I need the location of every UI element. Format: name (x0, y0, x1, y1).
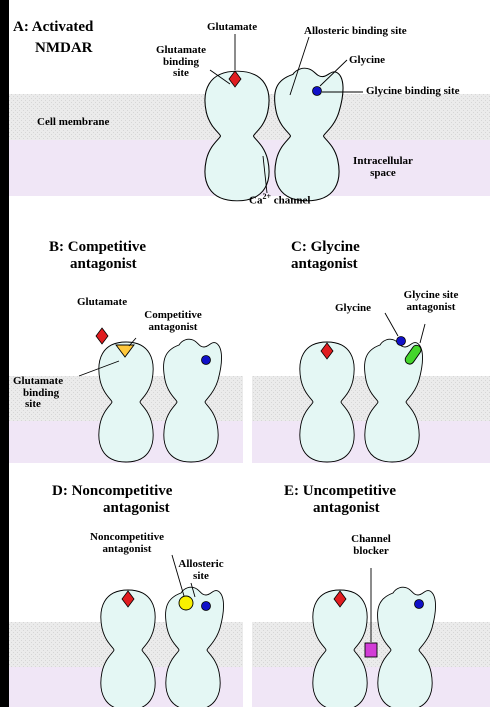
panel-c-leaders (384, 312, 426, 344)
receptor-b (95, 327, 223, 463)
panel-b-site-line1: Glutamate (13, 375, 64, 387)
panel-d-leaders (171, 554, 196, 598)
allosteric-site-label: Allosteric binding site (304, 25, 407, 37)
glutamate-site-label: Glutamate binding site (141, 44, 221, 80)
glycine-icon (201, 601, 211, 611)
glutamate-label: Glutamate (207, 21, 258, 33)
glutamate-site-line3: site (173, 67, 189, 80)
receptor-c (299, 336, 424, 463)
receptor-d (100, 586, 225, 707)
panel-b-site-line2: binding (23, 386, 60, 399)
channel-blocker-icon (364, 642, 378, 658)
panel-b-title-line1: B: Competitive (49, 239, 147, 255)
glycine-icon (312, 86, 322, 96)
competitive-antagonist-icon (115, 344, 135, 358)
glutamate-icon (95, 327, 109, 345)
channel-blocker-label: Channel blocker (339, 533, 403, 557)
panel-b-glutamate-label: Glutamate (77, 296, 128, 308)
panel-c-glycine-label: Glycine (335, 302, 372, 314)
allosteric-line1: Allosteric (178, 558, 224, 570)
panel-c-title-line1: C: Glycine (291, 239, 360, 255)
glycine-label: Glycine (349, 54, 386, 66)
intracellular-line1: Intracellular (353, 155, 413, 167)
glycine-icon (201, 355, 211, 365)
panel-a-title-line1: A: Activated (13, 19, 94, 35)
panel-b-site-label: Glutamate binding site (13, 375, 64, 411)
competitive-antagonist-line2: antagonist (148, 320, 198, 333)
glycine-site-antagonist-line1: Glycine site (403, 289, 459, 301)
panel-b-leaders (78, 337, 137, 377)
channel-blocker-line2: blocker (353, 544, 389, 557)
ca-superscript: 2+ (262, 192, 272, 201)
intracellular-label: Intracellular space (343, 155, 423, 179)
glycine-icon (396, 336, 406, 346)
cell-membrane-label: Cell membrane (37, 116, 110, 128)
nmda-receptor-figure: A: Activated NMDAR Glutamate Glutamate b… (9, 0, 490, 707)
intracellular-line2: space (370, 166, 396, 179)
panel-c-title-line2: antagonist (291, 256, 358, 272)
noncompetitive-antagonist-icon (178, 595, 194, 611)
glycine-icon (414, 599, 424, 609)
panel-e-title-line1: E: Uncompetitive (284, 483, 397, 499)
competitive-antagonist-label: Competitive antagonist (131, 309, 215, 333)
panel-a-leaders (209, 34, 363, 194)
competitive-antagonist-line1: Competitive (144, 309, 202, 321)
panel-e-title-line2: antagonist (313, 500, 380, 516)
noncompetitive-antagonist-line1: Noncompetitive (90, 531, 164, 543)
noncompetitive-antagonist-line2: antagonist (102, 542, 152, 555)
glutamate-site-line2: binding (162, 55, 200, 68)
glutamate-site-line1: Glutamate (155, 44, 207, 56)
allosteric-site-label-d: Allosteric site (169, 558, 233, 582)
panel-a-title-line2: NMDAR (35, 40, 93, 56)
panel-d-title-line2: antagonist (103, 500, 170, 516)
channel-text: channel (271, 194, 311, 207)
allosteric-line2: site (193, 569, 209, 582)
ca-text: Ca (249, 194, 263, 207)
glycine-site-antagonist-icon (404, 344, 422, 365)
receptor-a (204, 67, 344, 202)
intracellular-band-e (252, 667, 490, 707)
panel-d-title-line1: D: Noncompetitive (52, 483, 173, 499)
glycine-site-antagonist-line2: antagonist (406, 300, 456, 313)
glycine-site-antagonist-label: Glycine site antagonist (391, 289, 471, 313)
glycine-site-label: Glycine binding site (366, 85, 460, 97)
calcium-channel-label: Ca2+ channel (249, 192, 311, 207)
panel-b-site-line3: site (25, 398, 41, 411)
noncompetitive-antagonist-label: Noncompetitive antagonist (77, 531, 177, 555)
receptor-e (312, 586, 437, 707)
channel-blocker-line1: Channel (351, 533, 391, 545)
figure-drawing (9, 34, 490, 707)
panel-b-title-line2: antagonist (70, 256, 137, 272)
